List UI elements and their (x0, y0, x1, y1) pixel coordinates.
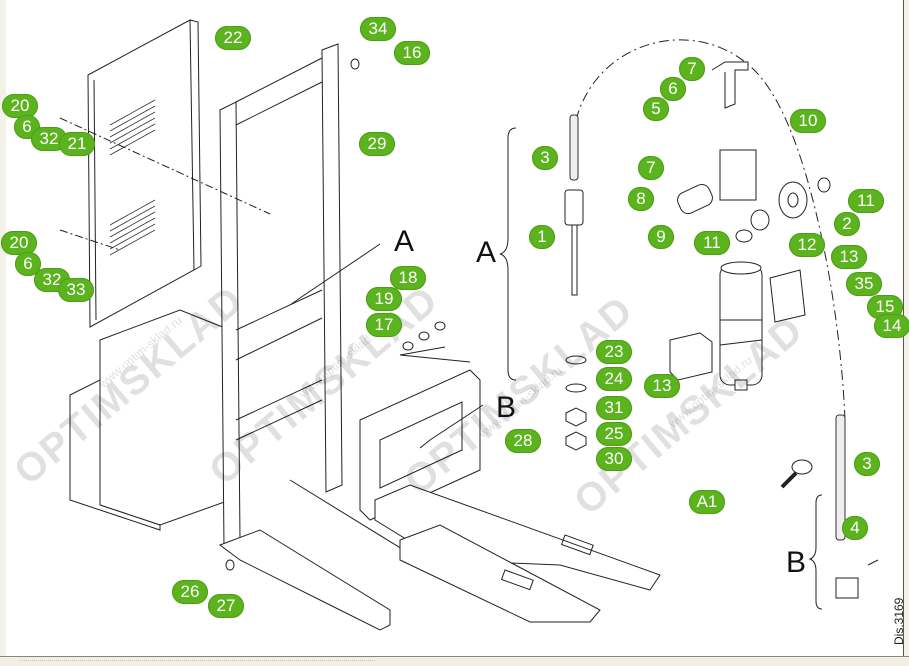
part-callout-4[interactable]: 4 (842, 516, 868, 540)
part-callout-9[interactable]: 9 (648, 225, 674, 249)
part-callout-26[interactable]: 26 (172, 580, 208, 604)
part-callout-21[interactable]: 21 (59, 132, 95, 156)
part-callout-19[interactable]: 19 (366, 287, 402, 311)
chain-path (575, 39, 846, 421)
part-callout-8[interactable]: 8 (628, 187, 654, 211)
part-callout-2[interactable]: 2 (834, 212, 860, 236)
fork-carriage (359, 369, 661, 623)
part-callout-31[interactable]: 31 (596, 396, 632, 420)
chain-anchor-bolt (564, 189, 584, 296)
part-callout-6[interactable]: 6 (660, 77, 686, 101)
section-label-b: B (495, 391, 517, 424)
brace-a (499, 127, 517, 381)
part-callout-12[interactable]: 12 (789, 233, 825, 257)
part-callout-20[interactable]: 20 (1, 231, 37, 255)
lift-cylinder (719, 261, 763, 391)
part-callout-3[interactable]: 3 (854, 452, 880, 476)
part-callout-A1[interactable]: A1 (689, 490, 725, 514)
part-callout-18[interactable]: 18 (390, 266, 426, 290)
part-callout-30[interactable]: 30 (596, 447, 632, 471)
part-callout-14[interactable]: 14 (874, 314, 909, 338)
side-panel (87, 19, 202, 328)
part-callout-13[interactable]: 13 (831, 245, 867, 269)
part-callout-1[interactable]: 1 (529, 225, 555, 249)
part-callout-20[interactable]: 20 (2, 94, 38, 118)
part-callout-25[interactable]: 25 (596, 422, 632, 446)
line-drawing (59, 19, 879, 631)
slide-pads (669, 269, 806, 381)
part-callout-7[interactable]: 7 (638, 156, 664, 180)
truck-base (69, 309, 231, 531)
section-label-a: A (393, 225, 415, 258)
part-callout-10[interactable]: 10 (790, 109, 826, 133)
part-callout-35[interactable]: 35 (846, 272, 882, 296)
part-callout-3[interactable]: 3 (532, 146, 558, 170)
eye-bolt (780, 459, 813, 489)
drawing-id: Dis.3169 (892, 597, 906, 645)
part-callout-7[interactable]: 7 (679, 57, 705, 81)
part-callout-29[interactable]: 29 (359, 132, 395, 156)
part-callout-23[interactable]: 23 (596, 340, 632, 364)
reference-lines (59, 117, 484, 449)
part-callout-5[interactable]: 5 (643, 97, 669, 121)
part-callout-22[interactable]: 22 (215, 26, 251, 50)
mast-base-forks (218, 479, 421, 631)
brace-b (808, 494, 823, 610)
part-callout-11[interactable]: 11 (694, 231, 730, 255)
part-callout-34[interactable]: 34 (360, 17, 396, 41)
part-callout-17[interactable]: 17 (366, 313, 402, 337)
section-label-a-brace: A (475, 236, 497, 269)
washers-nuts (225, 58, 587, 571)
section-label-b-brace: B (785, 546, 807, 579)
part-callout-11[interactable]: 11 (848, 189, 884, 213)
chain (569, 114, 846, 541)
cylinder-head (677, 61, 831, 243)
part-callout-13[interactable]: 13 (644, 374, 680, 398)
part-callout-16[interactable]: 16 (394, 41, 430, 65)
part-callout-24[interactable]: 24 (596, 367, 632, 391)
part-callout-27[interactable]: 27 (208, 594, 244, 618)
part-callout-28[interactable]: 28 (505, 429, 541, 453)
status-bar (0, 656, 909, 666)
part-callout-33[interactable]: 33 (58, 278, 94, 302)
mast (219, 43, 343, 549)
status-bar-dots (20, 660, 375, 663)
chain-anchor-b (835, 559, 879, 599)
